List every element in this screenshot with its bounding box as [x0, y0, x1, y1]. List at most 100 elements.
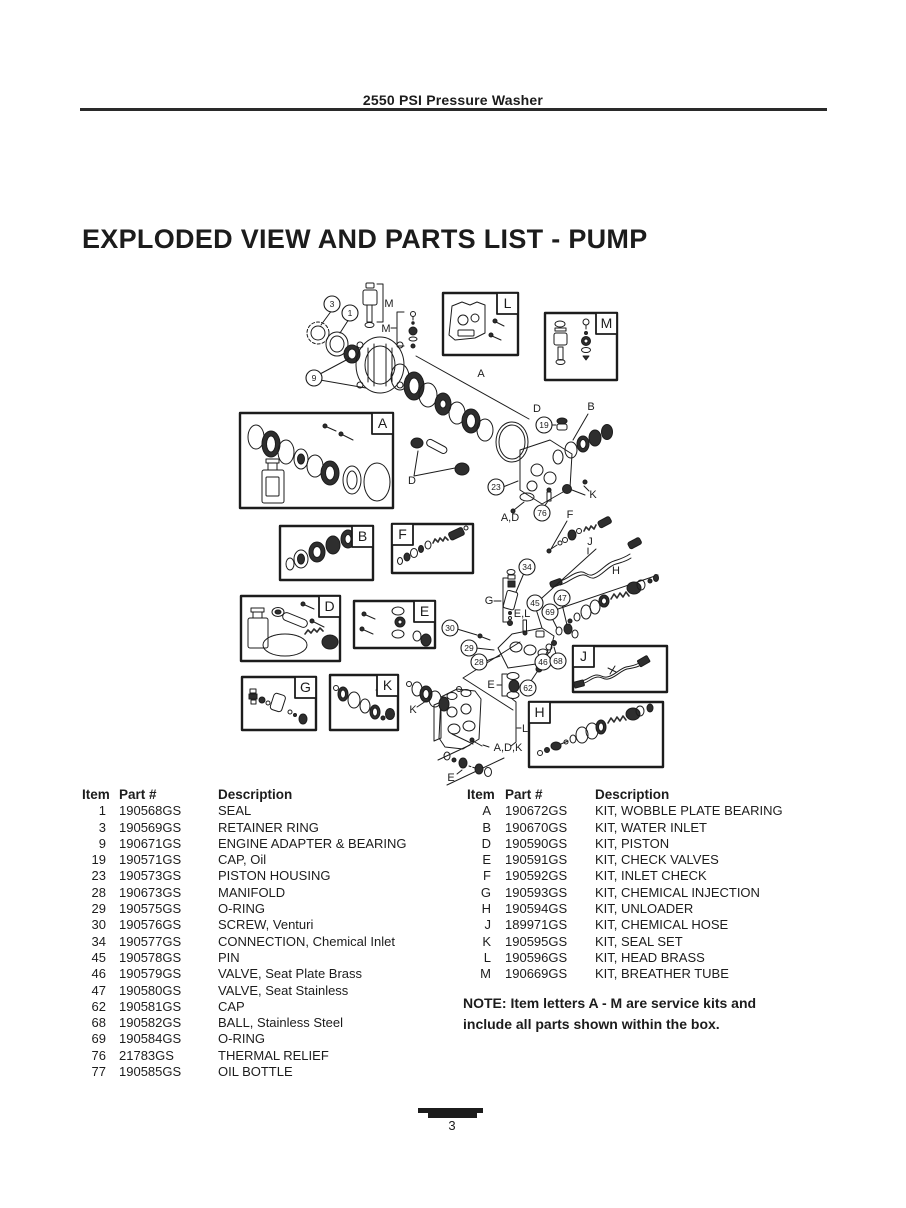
- parts-cell-part: 190592GS: [505, 868, 568, 884]
- parts-cell-item: 68: [91, 1015, 106, 1031]
- kit-box-label-square: [413, 600, 436, 623]
- note-line-2: include all parts shown within the box.: [463, 1016, 720, 1032]
- kit-box-label-square: [376, 674, 399, 697]
- diagram-label-K: K: [409, 704, 417, 716]
- kit-box-M: M: [543, 311, 619, 382]
- parts-cell-desc: KIT, SEAL SET: [595, 933, 683, 949]
- parts-cell-desc: KIT, HEAD BRASS: [595, 949, 705, 965]
- footer-logo-mark-lower: [428, 1112, 477, 1118]
- kit-box-label-square: [294, 676, 317, 699]
- parts-cell-item: 3: [98, 819, 106, 835]
- parts-table-left-header: Item Part # Description: [82, 787, 447, 803]
- parts-cell-part: 190577GS: [119, 933, 182, 949]
- parts-cell-item: 77: [91, 1064, 106, 1080]
- parts-cell-desc: O-RING: [218, 901, 265, 917]
- diagram-label-E: E: [447, 772, 454, 784]
- kit-box-J: J: [571, 644, 669, 694]
- parts-cell-desc: CONNECTION, Chemical Inlet: [218, 933, 395, 949]
- parts-row: E 190591GS KIT, CHECK VALVES: [467, 852, 837, 868]
- callout-34: 34: [518, 558, 536, 576]
- parts-cell-item: 76: [91, 1047, 106, 1063]
- assembly-mid-group: [456, 516, 659, 682]
- kit-box-letter: M: [601, 315, 613, 331]
- parts-cell-part: 190591GS: [505, 852, 568, 868]
- callout-number: 9: [312, 373, 317, 383]
- diagram-label-EL: E,L: [514, 608, 531, 620]
- callout-number: 1: [348, 308, 353, 318]
- parts-cell-part: 190673GS: [119, 884, 182, 900]
- parts-cell-desc: KIT, PISTON: [595, 835, 670, 851]
- parts-cell-desc: PIN: [218, 949, 240, 965]
- parts-cell-part: 190585GS: [119, 1064, 182, 1080]
- col-header-description: Description: [595, 787, 670, 802]
- parts-cell-item: M: [480, 966, 491, 982]
- parts-cell-item: 47: [91, 982, 106, 998]
- kit-box-letter: F: [398, 526, 407, 542]
- diagram-label-K: K: [589, 489, 597, 501]
- callout-47: 47: [553, 589, 571, 607]
- kit-box-label-square: [318, 595, 341, 618]
- parts-cell-desc: KIT, CHEMICAL INJECTION: [595, 884, 760, 900]
- kit-box-label-square: [528, 701, 551, 724]
- parts-cell-item: 69: [91, 1031, 106, 1047]
- diagram-label-AD: A,D: [501, 512, 519, 524]
- parts-cell-desc: ENGINE ADAPTER & BEARING: [218, 835, 407, 851]
- parts-cell-desc: BALL, Stainless Steel: [218, 1015, 344, 1031]
- callout-number: 68: [553, 656, 563, 666]
- callout-number: 29: [464, 643, 474, 653]
- kit-box-B: B: [278, 524, 375, 582]
- parts-table-right-header: Item Part # Description: [467, 787, 837, 803]
- parts-cell-item: A: [482, 803, 491, 819]
- parts-cell-desc: PISTON HOUSING: [218, 868, 331, 884]
- assembly-top-group: [306, 282, 418, 394]
- parts-cell-item: 30: [91, 917, 106, 933]
- parts-cell-item: B: [482, 819, 491, 835]
- parts-cell-part: 190568GS: [119, 803, 182, 819]
- callout-number: 62: [523, 683, 533, 693]
- parts-cell-item: E: [482, 852, 491, 868]
- kit-box-L: L: [441, 291, 520, 357]
- note-line-1: NOTE: Item letters A - M are service kit…: [463, 995, 757, 1011]
- kit-box-letter: J: [580, 648, 587, 664]
- callout-number: 30: [445, 623, 455, 633]
- kit-box-letter: E: [420, 603, 429, 619]
- kit-box-label-square: [371, 412, 394, 435]
- parts-cell-part: 190582GS: [119, 1015, 182, 1031]
- kit-box-E: E: [352, 599, 437, 650]
- parts-cell-desc: KIT, CHECK VALVES: [595, 852, 719, 868]
- kit-box-D: D: [239, 594, 342, 663]
- kit-box-G: G: [240, 675, 318, 732]
- col-header-part: Part #: [119, 787, 157, 802]
- parts-cell-item: D: [481, 835, 491, 851]
- parts-cell-item: 28: [91, 884, 106, 900]
- callout-number: 3: [330, 299, 335, 309]
- parts-cell-item: 23: [91, 868, 106, 884]
- parts-cell-part: 190584GS: [119, 1031, 182, 1047]
- callout-68: 68: [549, 652, 567, 670]
- diagram-label-F: F: [567, 509, 574, 521]
- parts-cell-item: F: [483, 868, 491, 884]
- parts-cell-part: 190576GS: [119, 917, 182, 933]
- diagram-label-M: M: [381, 323, 390, 335]
- parts-cell-part: 190580GS: [119, 982, 182, 998]
- kit-box-F: F: [390, 522, 475, 575]
- callout-number: 34: [522, 562, 532, 572]
